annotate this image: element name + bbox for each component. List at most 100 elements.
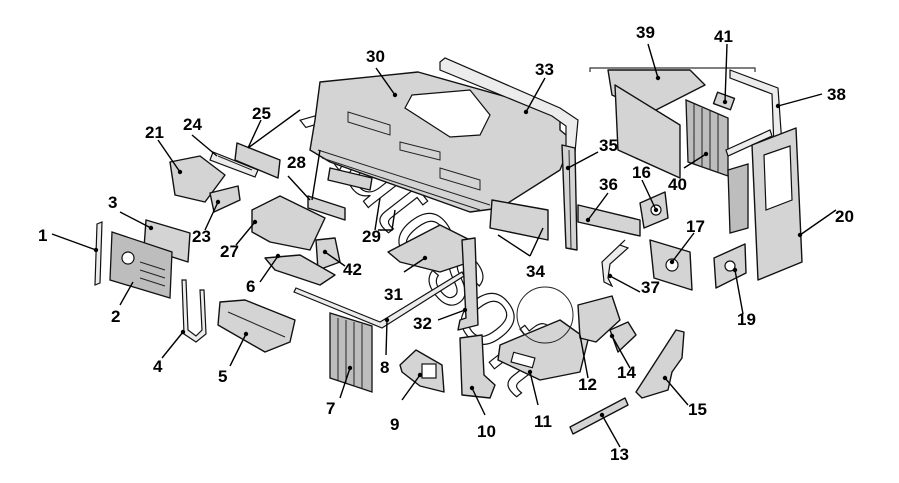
leader-38 xyxy=(777,93,823,107)
leader-16 xyxy=(641,179,657,211)
leader-8 xyxy=(385,319,388,356)
part-rear-wall xyxy=(614,84,681,179)
leader-27 xyxy=(235,221,256,246)
leader-21 xyxy=(157,139,181,173)
callout-4: 4 xyxy=(153,357,163,376)
callout-36: 36 xyxy=(599,175,618,194)
leader-13 xyxy=(601,414,621,448)
leader-12 xyxy=(579,334,589,379)
leader-28 xyxy=(287,149,321,201)
part-25-grille xyxy=(234,142,281,179)
leader-32 xyxy=(437,309,466,321)
callout-27: 27 xyxy=(220,242,239,261)
callout-8: 8 xyxy=(380,358,389,377)
part-11-baseplate xyxy=(497,286,589,381)
part-10-bracket xyxy=(459,334,496,399)
leader-11 xyxy=(529,371,539,406)
leader-37 xyxy=(609,275,641,293)
callout-7: 7 xyxy=(326,399,335,418)
leader-33 xyxy=(525,77,546,113)
leader-2 xyxy=(119,281,134,306)
part-35-pillar xyxy=(561,144,578,251)
part-6-tray xyxy=(264,254,336,286)
leader-31 xyxy=(403,257,426,273)
leader-39 xyxy=(647,43,659,79)
callout-40: 40 xyxy=(668,175,687,194)
callout-24: 24 xyxy=(183,115,202,134)
callout-1: 1 xyxy=(38,226,47,245)
leader-17 xyxy=(671,232,695,263)
leader-15 xyxy=(664,377,689,406)
callout-5: 5 xyxy=(218,367,227,386)
callout-17: 17 xyxy=(686,217,705,236)
leader-41 xyxy=(724,43,728,103)
part-15-gusset xyxy=(635,329,685,399)
leader-42 xyxy=(324,251,346,267)
leader-30 xyxy=(375,67,396,96)
callout-labels: 1 2 3 4 5 6 7 8 9 10 11 12 13 14 15 16 1… xyxy=(38,23,854,464)
callout-16: 16 xyxy=(632,163,651,182)
group-bracket-39-41 xyxy=(589,67,756,72)
callout-35: 35 xyxy=(599,136,618,155)
leader-14 xyxy=(611,335,631,369)
part-4-ubolt xyxy=(181,279,207,343)
callout-39: 39 xyxy=(636,23,655,42)
leader-lines xyxy=(51,43,837,448)
part-17-vent xyxy=(649,239,693,291)
part-40-panel xyxy=(685,99,729,177)
callout-34: 34 xyxy=(526,262,545,281)
callout-13: 13 xyxy=(610,445,629,464)
callout-23: 23 xyxy=(192,227,211,246)
leader-36 xyxy=(587,192,609,221)
leader-1 xyxy=(51,233,97,251)
leader-29 xyxy=(374,197,396,231)
leader-6 xyxy=(259,255,279,283)
callout-15: 15 xyxy=(688,400,707,419)
part-32-post xyxy=(457,237,479,331)
callout-9: 9 xyxy=(390,415,399,434)
leader-20 xyxy=(799,209,837,236)
part-23-lamp xyxy=(209,185,241,213)
leader-25 xyxy=(247,109,301,149)
leader-4 xyxy=(161,331,184,359)
callout-3: 3 xyxy=(108,193,117,212)
callout-41: 41 xyxy=(714,27,733,46)
part-21-housing xyxy=(169,155,226,203)
callout-14: 14 xyxy=(617,363,636,382)
callout-21: 21 xyxy=(145,123,164,142)
callout-6: 6 xyxy=(246,277,255,296)
leader-10 xyxy=(471,387,486,416)
callout-25: 25 xyxy=(252,104,271,123)
leader-23 xyxy=(204,201,219,231)
leader-24 xyxy=(191,134,218,157)
leader-dots xyxy=(93,75,803,418)
callout-19: 19 xyxy=(737,310,756,329)
callout-20: 20 xyxy=(835,207,854,226)
callout-30: 30 xyxy=(366,47,385,66)
callout-10: 10 xyxy=(477,422,496,441)
callout-38: 38 xyxy=(827,85,846,104)
callout-11: 11 xyxy=(534,412,552,431)
part-7-panel xyxy=(329,312,373,393)
part-20-door xyxy=(727,127,803,281)
callout-12: 12 xyxy=(578,375,597,394)
callout-31: 31 xyxy=(384,285,403,304)
leader-34 xyxy=(497,227,544,257)
part-30-roof xyxy=(309,71,573,213)
callout-33: 33 xyxy=(535,60,554,79)
leader-7 xyxy=(339,367,351,399)
part-13-strip xyxy=(569,397,629,435)
callout-28: 28 xyxy=(287,153,306,172)
callout-32: 32 xyxy=(413,314,432,333)
callout-42: 42 xyxy=(343,260,362,279)
part-8-tube xyxy=(293,271,465,329)
part-29-strip xyxy=(327,167,373,191)
leader-35 xyxy=(567,151,599,169)
callout-29: 29 xyxy=(362,227,381,246)
leader-3 xyxy=(119,211,152,229)
part-34-panel xyxy=(489,199,549,241)
part-27-console xyxy=(251,195,326,251)
part-1-rod xyxy=(94,221,103,286)
leader-40 xyxy=(683,153,707,169)
